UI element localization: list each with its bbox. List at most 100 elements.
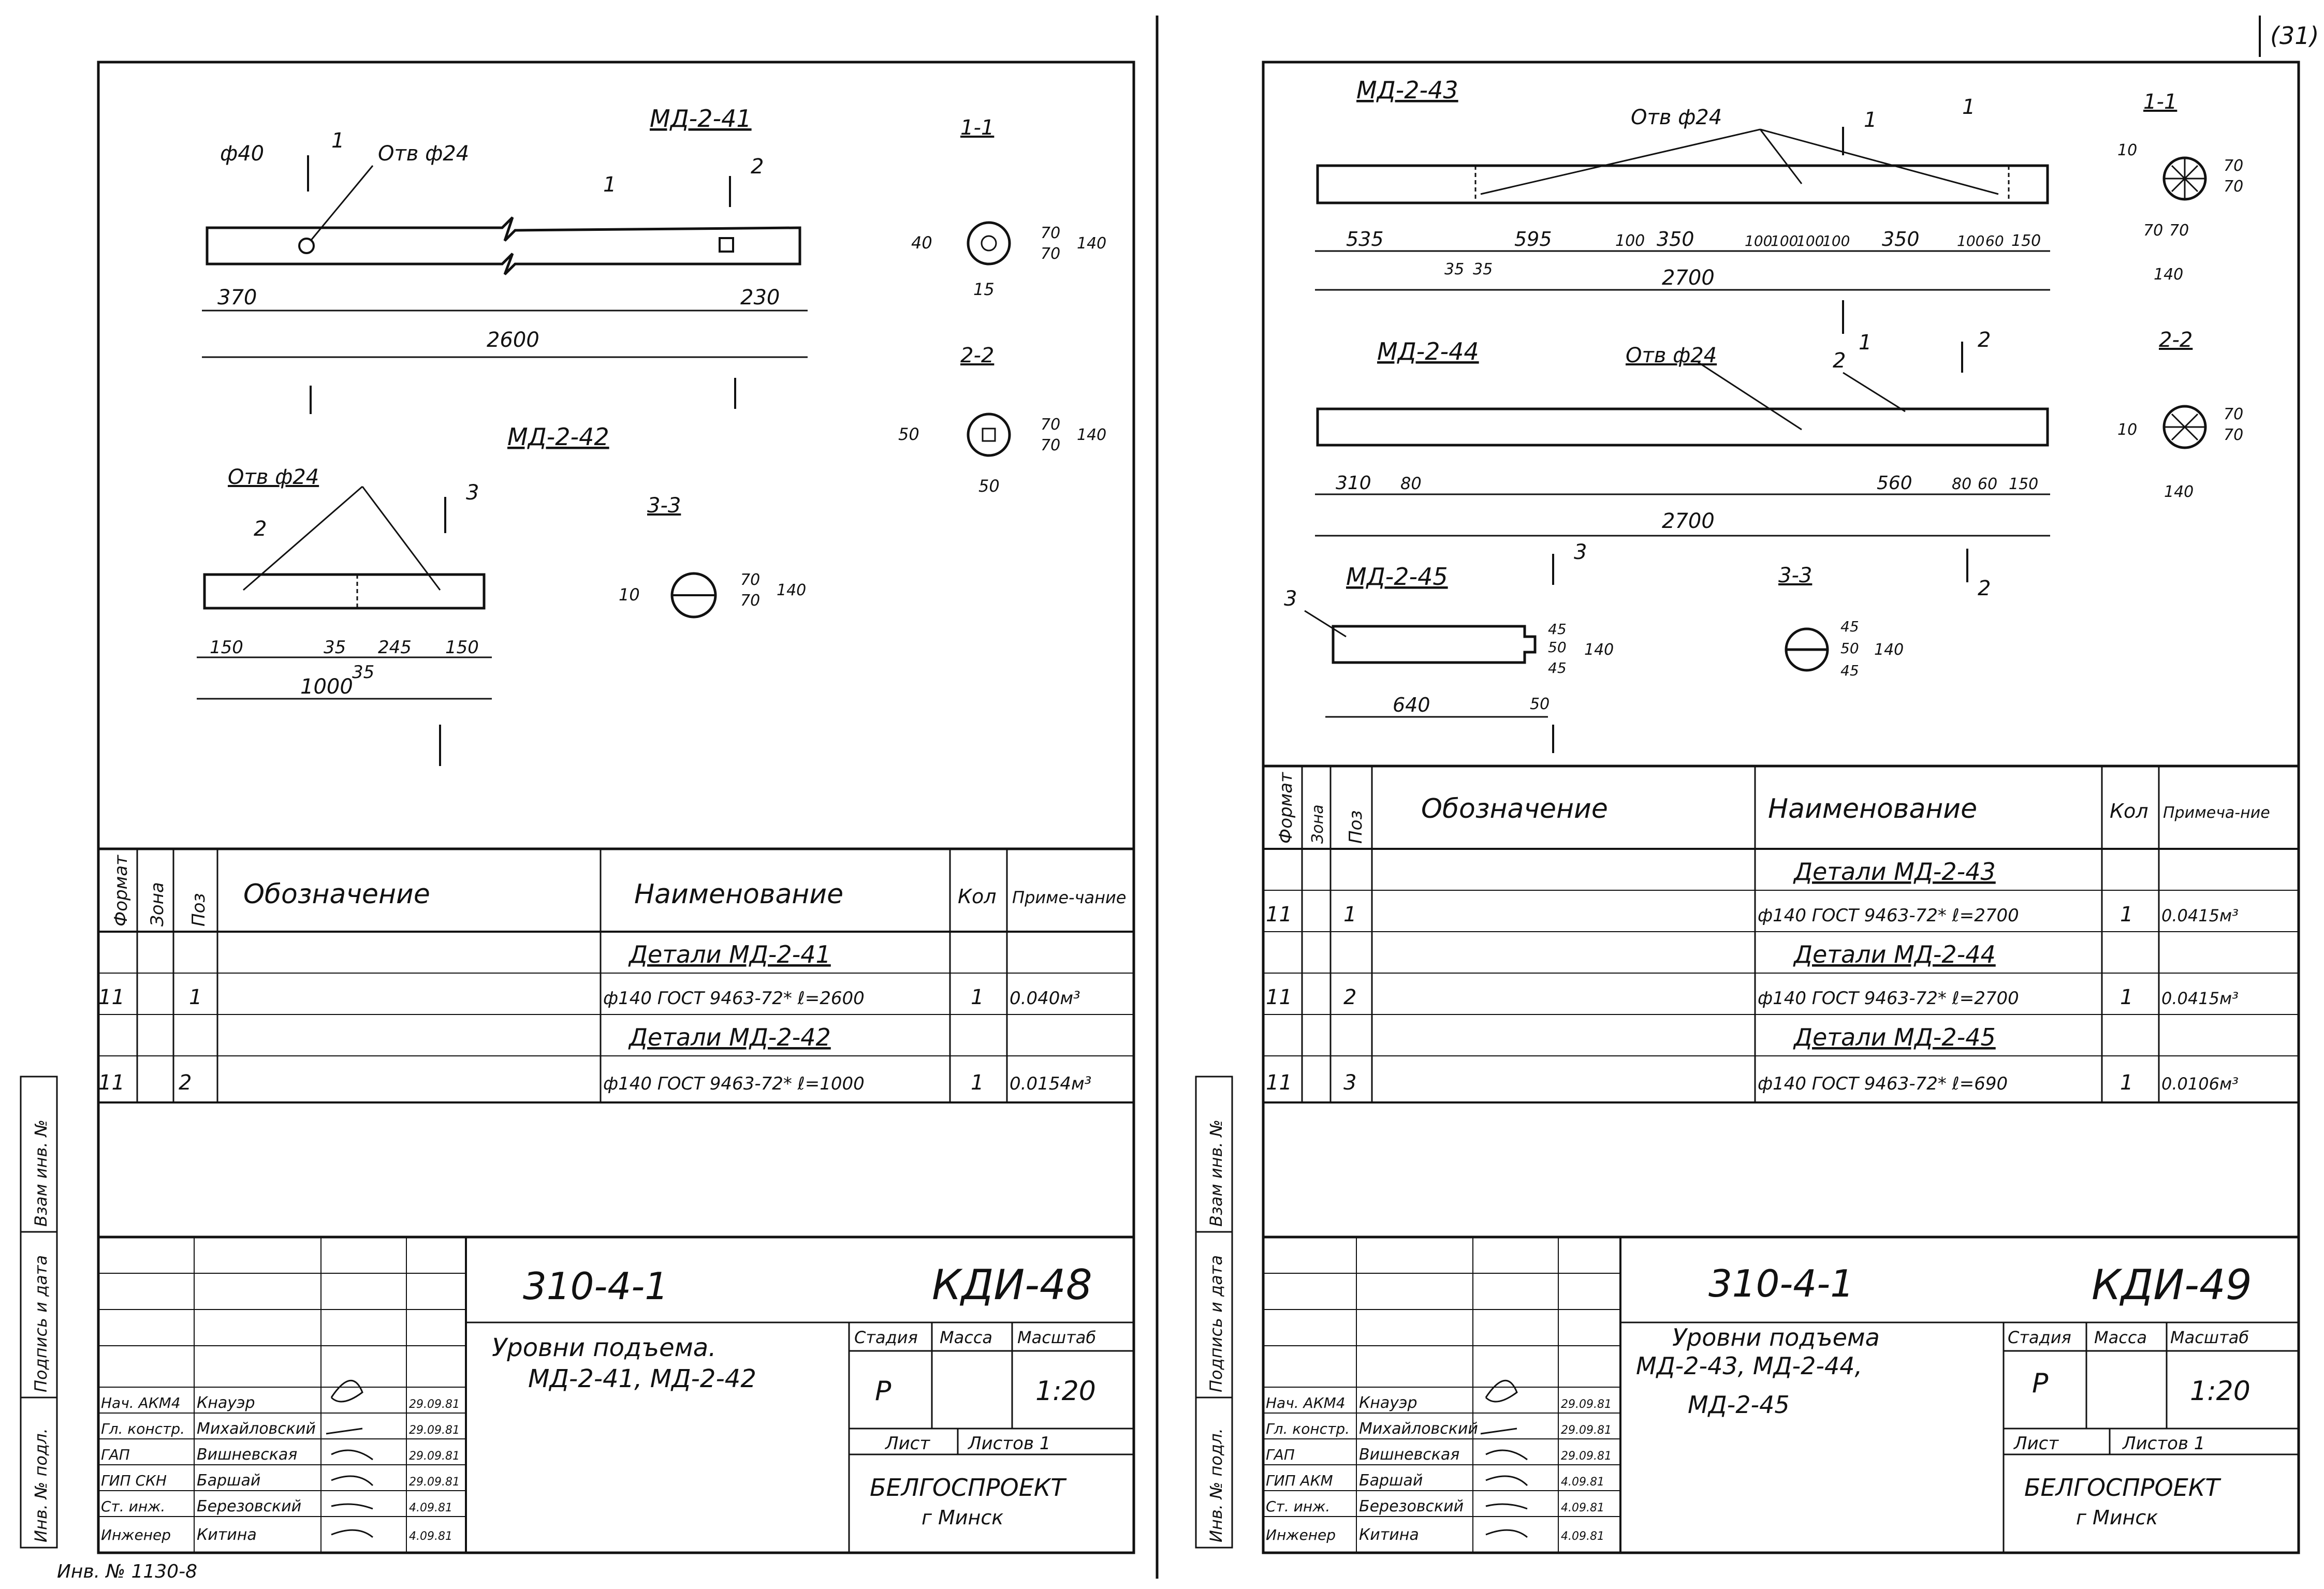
spec-header-format: Формат xyxy=(111,855,131,926)
cut-label-1: 1 xyxy=(1864,108,1877,132)
section-square-2-2 xyxy=(982,428,996,442)
dim-100: 100 xyxy=(1957,232,1984,249)
sec1-dim-70b: 70 xyxy=(1041,245,1060,263)
drawing-md-2-41: МД-2-41 ф40 Отв ф24 1 2 1 370 230 2600 xyxy=(202,105,808,414)
staff-date: 29.09.81 xyxy=(409,1424,460,1437)
title-line-2: МД-2-43, МД-2-44, xyxy=(1636,1352,1862,1380)
scale-label: Масштаб xyxy=(1017,1328,1096,1347)
spec-cell-name: ф140 ГОСТ 9463-72* ℓ=1000 xyxy=(603,1073,865,1094)
leader-line xyxy=(1759,129,1803,184)
drawing-mark-md-2-43: МД-2-43 xyxy=(1356,76,1458,104)
staff-name: Березовский xyxy=(197,1497,301,1516)
section-hatch-1-1 xyxy=(2164,158,2205,199)
sheet-code: КДИ-49 xyxy=(2092,1261,2252,1309)
drawing-md-2-44: МД-2-44 Отв ф24 1 2 2 310 80 560 80 60 1… xyxy=(1315,300,2243,537)
dim-35a: 35 xyxy=(324,637,346,658)
staff-role: ГАП xyxy=(1266,1446,1295,1463)
spec-header-qty: Кол xyxy=(958,885,997,908)
sheet-left-frame xyxy=(97,61,1135,1554)
beam-md-2-41 xyxy=(206,216,801,275)
title-line-3: МД-2-45 xyxy=(1688,1391,1790,1419)
staff-name: Баршай xyxy=(197,1472,260,1490)
dim-150: 150 xyxy=(2011,232,2041,250)
sec2-dim-70b: 70 xyxy=(2224,426,2243,444)
spec-cell-format: 11 xyxy=(1266,903,1292,926)
spec-header-designation: Обозначение xyxy=(1421,793,1608,825)
section-hatch-2-2 xyxy=(2164,413,2205,441)
section-title-2-2: 2-2 xyxy=(2159,328,2193,352)
dim-35b: 35 xyxy=(352,662,374,683)
section-circle-1-1 xyxy=(967,221,1011,266)
leader-line xyxy=(1843,372,1906,413)
sec3-dim-45b: 45 xyxy=(1840,662,1859,679)
dim-50b: 50 xyxy=(1548,639,1567,656)
sec1-dim-70a: 70 xyxy=(2224,157,2243,175)
sheet-label: Лист xyxy=(2013,1433,2059,1454)
cut-label-2: 2 xyxy=(1978,577,1991,600)
leader-line xyxy=(1304,610,1347,638)
sec1-dim-70a: 70 xyxy=(1041,224,1060,242)
spec-cell-pos: 3 xyxy=(1343,1071,1356,1095)
drawing-mark-md-2-44: МД-2-44 xyxy=(1377,337,1479,365)
title-line-2: МД-2-41, МД-2-42 xyxy=(528,1364,756,1393)
hole-md-2-41 xyxy=(298,238,315,254)
dim-140: 140 xyxy=(1584,641,1614,659)
staff-role: Ст. инж. xyxy=(1266,1498,1330,1515)
side-label: Взам инв. № xyxy=(1206,1120,1226,1227)
staff-date: 4.09.81 xyxy=(1561,1530,1604,1543)
spec-header-zone: Зона xyxy=(147,882,168,926)
stage-value: Р xyxy=(875,1376,891,1407)
section-circle-2-2 xyxy=(967,413,1011,457)
sec1-dim-140: 140 xyxy=(2154,266,2183,284)
spec-cell-format: 11 xyxy=(98,985,125,1009)
square-notch-md-2-41 xyxy=(719,237,734,253)
dim-150b: 150 xyxy=(445,637,479,658)
sec3-dim-10: 10 xyxy=(619,585,640,605)
beam-md-2-42 xyxy=(203,573,486,610)
spec-header-name: Наименование xyxy=(1768,793,1977,825)
drawing-md-2-42: МД-2-42 Отв ф24 2 3 150 35 245 150 35 10… xyxy=(197,423,806,766)
spec-cell-qty: 1 xyxy=(971,985,984,1009)
sec2-dim-140: 140 xyxy=(1077,426,1106,444)
sec1-dim-70d: 70 xyxy=(2169,222,2189,240)
staff-name: Михайловский xyxy=(1359,1420,1478,1438)
side-label: Подпись и дата xyxy=(1206,1255,1226,1392)
sec1-dim-70c: 70 xyxy=(2143,222,2163,240)
position-label-1: 1 xyxy=(1962,95,1975,119)
beam-md-2-45 xyxy=(1332,625,1537,664)
cut-label-2: 2 xyxy=(1978,328,1991,352)
spec-cell-note: 0.0415м³ xyxy=(2161,906,2239,925)
mass-label: Масса xyxy=(940,1328,992,1347)
scale-value: 1:20 xyxy=(2190,1376,2250,1407)
cut-label-3: 3 xyxy=(466,481,479,505)
sec3-dim-140: 140 xyxy=(777,581,806,599)
leader-line-b xyxy=(361,486,441,591)
sheet-left: МД-2-41 ф40 Отв ф24 1 2 1 370 230 2600 1… xyxy=(20,61,1135,1554)
staff-role: Инженер xyxy=(101,1526,171,1543)
organization: БЕЛГОСПРОЕКТ xyxy=(2024,1474,2221,1502)
city: г Минск xyxy=(2076,1506,2158,1529)
scale-value: 1:20 xyxy=(1035,1376,1096,1407)
dim-100: 100 xyxy=(1745,232,1772,249)
dim-2700: 2700 xyxy=(1662,266,1715,290)
dim-560: 560 xyxy=(1877,473,1912,494)
sheet-code: КДИ-48 xyxy=(932,1261,1092,1309)
signature-marks xyxy=(326,1379,374,1538)
sec2-dim-70a: 70 xyxy=(2224,405,2243,423)
dim-2600: 2600 xyxy=(487,328,539,352)
sec1-dim-40: 40 xyxy=(911,233,932,253)
spec-header-pos: Поз xyxy=(1346,811,1366,844)
dim-100: 100 xyxy=(1615,232,1645,250)
sec1-dim-15: 15 xyxy=(973,279,995,299)
sec2-dim-50b: 50 xyxy=(978,476,1000,496)
beam-md-2-44 xyxy=(1316,407,2049,447)
staff-role: Гл. констр. xyxy=(101,1420,185,1437)
city: г Минск xyxy=(922,1506,1003,1529)
spec-cell-pos: 1 xyxy=(189,985,202,1009)
spec-cell-qty: 1 xyxy=(2120,903,2133,926)
staff-name: Михайловский xyxy=(197,1420,316,1438)
sec3-dim-140: 140 xyxy=(1874,641,1904,659)
staff-name: Китина xyxy=(1359,1526,1419,1544)
dim-35a: 35 xyxy=(1444,260,1464,278)
spec-header-note: Приме-чание xyxy=(1012,888,1126,907)
